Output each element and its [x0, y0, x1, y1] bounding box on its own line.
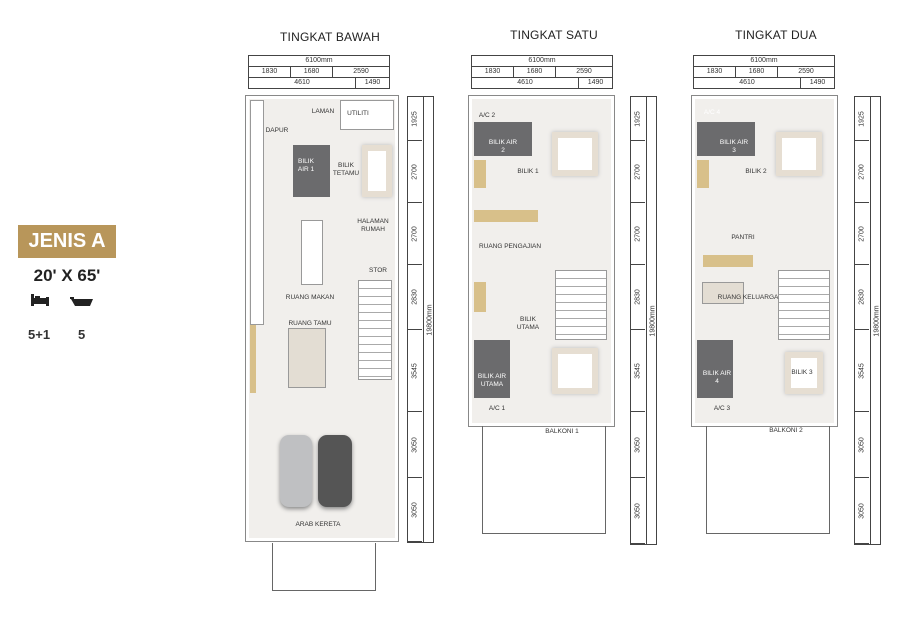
desk [474, 160, 486, 188]
staircase [555, 270, 607, 340]
staircase [358, 280, 392, 380]
bed-2 [776, 132, 822, 176]
room-label: RUANG PENGAJIAN [478, 243, 542, 250]
bed-icon [30, 293, 50, 307]
sofa [288, 328, 326, 388]
bed-3 [785, 352, 823, 394]
balcony [706, 426, 830, 534]
room-label: ARAB KERETA [295, 521, 341, 528]
desk [474, 282, 486, 312]
lot-size: 20' X 65' [33, 266, 101, 285]
room-label: BILIK AIR 2 [488, 139, 518, 154]
bathroom-1 [293, 145, 330, 197]
room-label: DAPUR [265, 127, 289, 134]
staircase [778, 270, 830, 340]
room-label: BILIK TETAMU [332, 162, 360, 177]
plan-title-ground: TINGKAT BAWAH [280, 30, 380, 44]
room-label: A/C 4 [703, 109, 721, 116]
bathtub-icon [70, 295, 94, 307]
master-bed [552, 348, 598, 394]
bedroom-count: 5+1 [28, 327, 51, 342]
room-label: A/C 3 [713, 405, 731, 412]
bathroom-2 [474, 122, 532, 156]
room-label: BILIK AIR 1 [297, 158, 315, 173]
room-label: BILIK UTAMA [516, 316, 540, 331]
tv-console [250, 325, 256, 393]
family-sofa [702, 282, 744, 304]
balcony [482, 426, 606, 534]
type-badge: JENIS A [18, 225, 116, 258]
room-label: A/C 2 [478, 112, 496, 119]
plan-title-second: TINGKAT DUA [735, 28, 817, 42]
car-2 [318, 435, 352, 507]
entrance-gate [272, 543, 376, 591]
room-label: BALKONI 2 [769, 427, 803, 434]
guest-bed [362, 145, 392, 197]
room-label: BILIK AIR 3 [719, 139, 749, 154]
length-dimension-bar: 1925 2700 2700 2830 3545 3050 3050 19800… [854, 96, 881, 545]
car-1 [280, 435, 312, 507]
room-label: BILIK 2 [745, 168, 767, 175]
length-dimension-bar: 1925 2700 2700 2830 3545 3050 3050 19800… [630, 96, 657, 545]
room-label: BILIK 3 [791, 369, 813, 376]
master-bathroom [474, 340, 510, 398]
bathroom-3 [697, 122, 755, 156]
bathroom-count: 5 [78, 327, 86, 342]
room-label: HALAMAN RUMAH [357, 218, 389, 233]
dining-table [301, 220, 323, 285]
room-label: BALKONI 1 [545, 428, 579, 435]
room-label: UTILITI [347, 110, 369, 117]
room-label: RUANG TAMU [288, 320, 332, 327]
room-label: BILIK AIR 4 [702, 370, 732, 385]
pantry-table [703, 255, 753, 267]
plan-title-first: TINGKAT SATU [510, 28, 598, 42]
study-desk [474, 210, 538, 222]
room-label: STOR [369, 267, 387, 274]
length-dimension-bar: 1925 2700 2700 2830 3545 3050 3050 19800… [407, 96, 434, 543]
room-label: BILIK AIR UTAMA [477, 373, 507, 388]
room-label: A/C 1 [488, 405, 506, 412]
room-label: LAMAN [311, 108, 335, 115]
desk [697, 160, 709, 188]
room-label: PANTRI [731, 234, 755, 241]
utility-room [340, 100, 394, 130]
room-label: RUANG KELUARGA [717, 294, 779, 301]
room-label: RUANG MAKAN [285, 294, 335, 301]
kitchen-counter [250, 100, 264, 325]
room-label: BILIK 1 [517, 168, 539, 175]
bathroom-4 [697, 340, 733, 398]
bed-1 [552, 132, 598, 176]
